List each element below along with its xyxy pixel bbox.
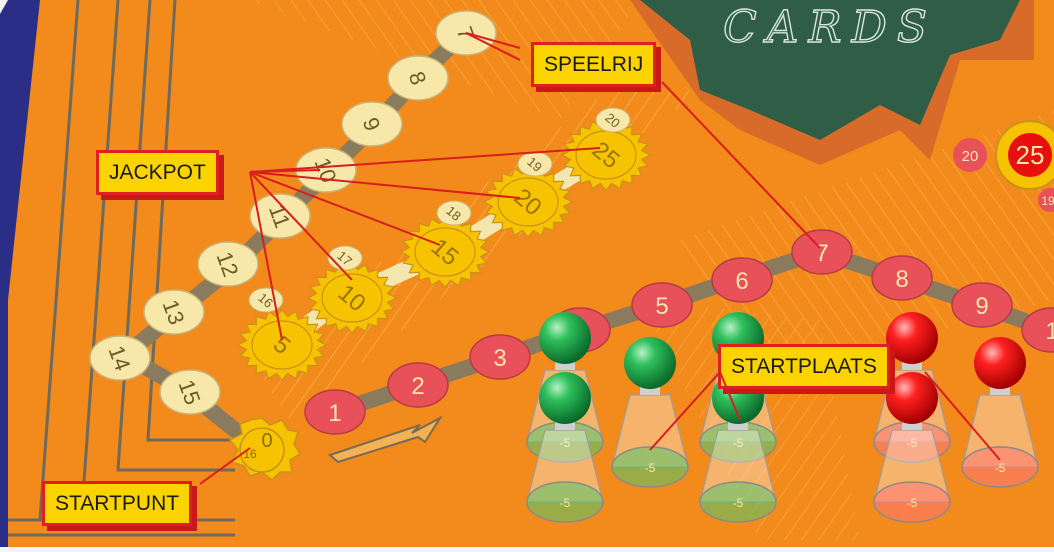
cup-value: -5: [645, 461, 656, 475]
cup-value: -5: [907, 436, 918, 450]
play-space-number: 1: [328, 400, 341, 427]
right-jackpot-small: 20: [962, 148, 979, 165]
start-number-small: 16: [243, 447, 257, 461]
cup-value: -5: [995, 461, 1006, 475]
play-space-number: 3: [493, 345, 506, 372]
track-space: 11: [249, 193, 311, 239]
play-space: 9: [951, 282, 1013, 328]
play-space-number: 7: [815, 240, 828, 267]
right-jackpot-value: 25: [1016, 140, 1045, 170]
play-space: 1: [304, 389, 366, 435]
play-space: 8: [871, 255, 933, 301]
start-number: 0: [261, 430, 272, 452]
cup-value: -5: [907, 496, 918, 510]
play-space: 6: [711, 257, 773, 303]
red-pawn-ball: [886, 372, 938, 424]
play-space-number: 1: [1045, 318, 1054, 345]
cards-panel: [640, 0, 1020, 140]
cards-label: CARDS: [723, 2, 937, 53]
play-space-number: 8: [895, 266, 908, 293]
play-space: 7: [791, 229, 853, 275]
play-space: 5: [631, 282, 693, 328]
callout-jackpot: JACKPOT: [96, 150, 219, 195]
track-space: 9: [341, 101, 403, 147]
cup-value: -5: [560, 496, 571, 510]
track-space: 7: [435, 10, 497, 56]
start-arrow-icon: [328, 415, 443, 464]
cup-value: -5: [733, 496, 744, 510]
play-space-number: 2: [411, 373, 424, 400]
right-jackpot: 25 20 19: [953, 120, 1054, 212]
callout-startplaats: STARTPLAATS: [718, 344, 890, 389]
green-pawn-cup: -5: [526, 372, 604, 523]
green-pawn-ball: [624, 337, 676, 389]
track-space: 10: [295, 147, 357, 193]
play-space: 3: [469, 334, 531, 380]
cup-value: -5: [560, 436, 571, 450]
callout-startpunt: STARTPUNT: [42, 481, 193, 526]
track-space: 12: [197, 241, 259, 287]
red-pawn-ball: [974, 337, 1026, 389]
red-pawn-ball: [886, 312, 938, 364]
play-track: 1234567891: [304, 229, 1054, 435]
track-space: 15: [159, 369, 221, 415]
play-space-number: 9: [975, 293, 988, 320]
play-space: 1: [1021, 307, 1054, 353]
play-space-number: 5: [655, 293, 668, 320]
green-pawn-ball: [539, 372, 591, 424]
track-space: 8: [387, 55, 449, 101]
track-space: 13: [143, 289, 205, 335]
play-space: 2: [387, 362, 449, 408]
cup-value: -5: [733, 436, 744, 450]
track-space: 14: [89, 335, 151, 381]
callout-speelrij: SPEELRIJ: [531, 42, 657, 87]
green-pawn-ball: [539, 312, 591, 364]
play-space-number: 6: [735, 268, 748, 295]
right-jackpot-small2: 19: [1041, 194, 1054, 208]
red-track-band: [327, 243, 1054, 420]
